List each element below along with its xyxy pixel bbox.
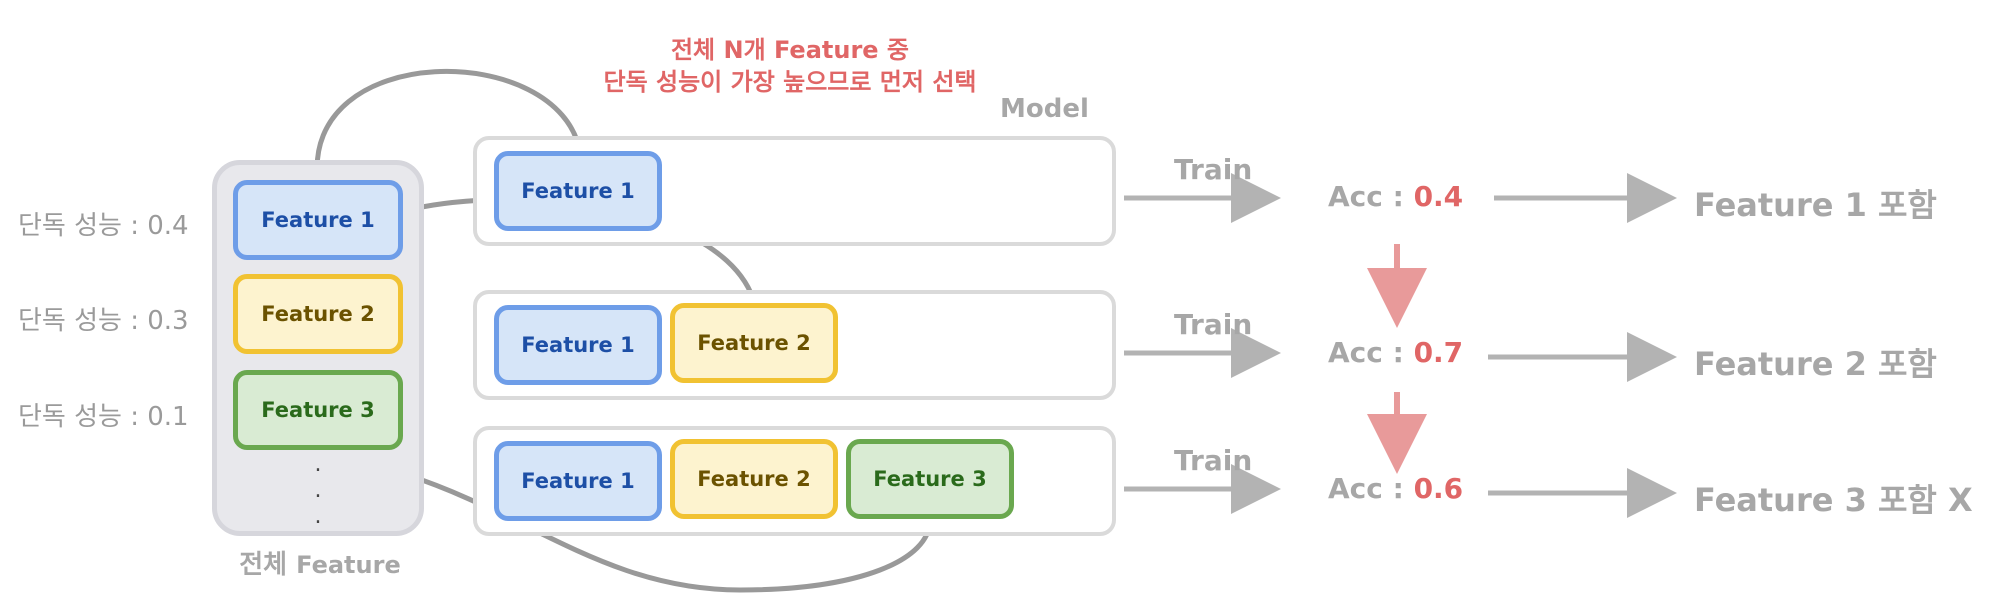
solo-score-feature-3: 단독 성능 : 0.1 <box>18 402 189 432</box>
accuracy-step-2: Acc : 0.7 <box>1328 336 1464 369</box>
connector-feature-1 <box>314 68 583 185</box>
train-label-3: Train <box>1174 444 1253 477</box>
accuracy-value-2: 0.7 <box>1413 336 1464 369</box>
pool-feature-1: Feature 1 <box>233 180 403 260</box>
pool-label-feature: Feature <box>296 551 401 579</box>
result-step-3: Feature 3 포함 X <box>1694 481 1973 519</box>
result-step-1: Feature 1 포함 <box>1694 186 1937 224</box>
step3-feature-1: Feature 1 <box>494 441 662 521</box>
pool-label-korean: 전체 <box>239 550 288 580</box>
train-label-2: Train <box>1174 308 1253 341</box>
step2-feature-2: Feature 2 <box>670 303 838 383</box>
step3-feature-3: Feature 3 <box>846 439 1014 519</box>
result-step-2: Feature 2 포함 <box>1694 345 1937 383</box>
pool-label: 전체 Feature <box>230 544 410 581</box>
accuracy-step-1: Acc : 0.4 <box>1328 180 1464 213</box>
annotation-text: 전체 N개 Feature 중 단독 성능이 가장 높으므로 먼저 선택 <box>560 34 1020 98</box>
model-label: Model <box>1000 94 1089 124</box>
pool-feature-3: Feature 3 <box>233 370 403 450</box>
annotation-line-2: 단독 성능이 가장 높으므로 먼저 선택 <box>603 68 977 96</box>
step1-feature-1: Feature 1 <box>494 151 662 231</box>
train-label-1: Train <box>1174 153 1253 186</box>
annotation-line-1: 전체 N개 Feature 중 <box>670 36 910 64</box>
step3-feature-2: Feature 2 <box>670 439 838 519</box>
solo-score-feature-1: 단독 성능 : 0.4 <box>18 211 189 241</box>
accuracy-value-3: 0.6 <box>1413 472 1464 505</box>
pool-feature-2: Feature 2 <box>233 274 403 354</box>
accuracy-value-1: 0.4 <box>1413 180 1464 213</box>
solo-score-feature-2: 단독 성능 : 0.3 <box>18 306 189 336</box>
pool-ellipsis: . . . <box>314 452 322 529</box>
step2-feature-1: Feature 1 <box>494 305 662 385</box>
accuracy-step-3: Acc : 0.6 <box>1328 472 1464 505</box>
